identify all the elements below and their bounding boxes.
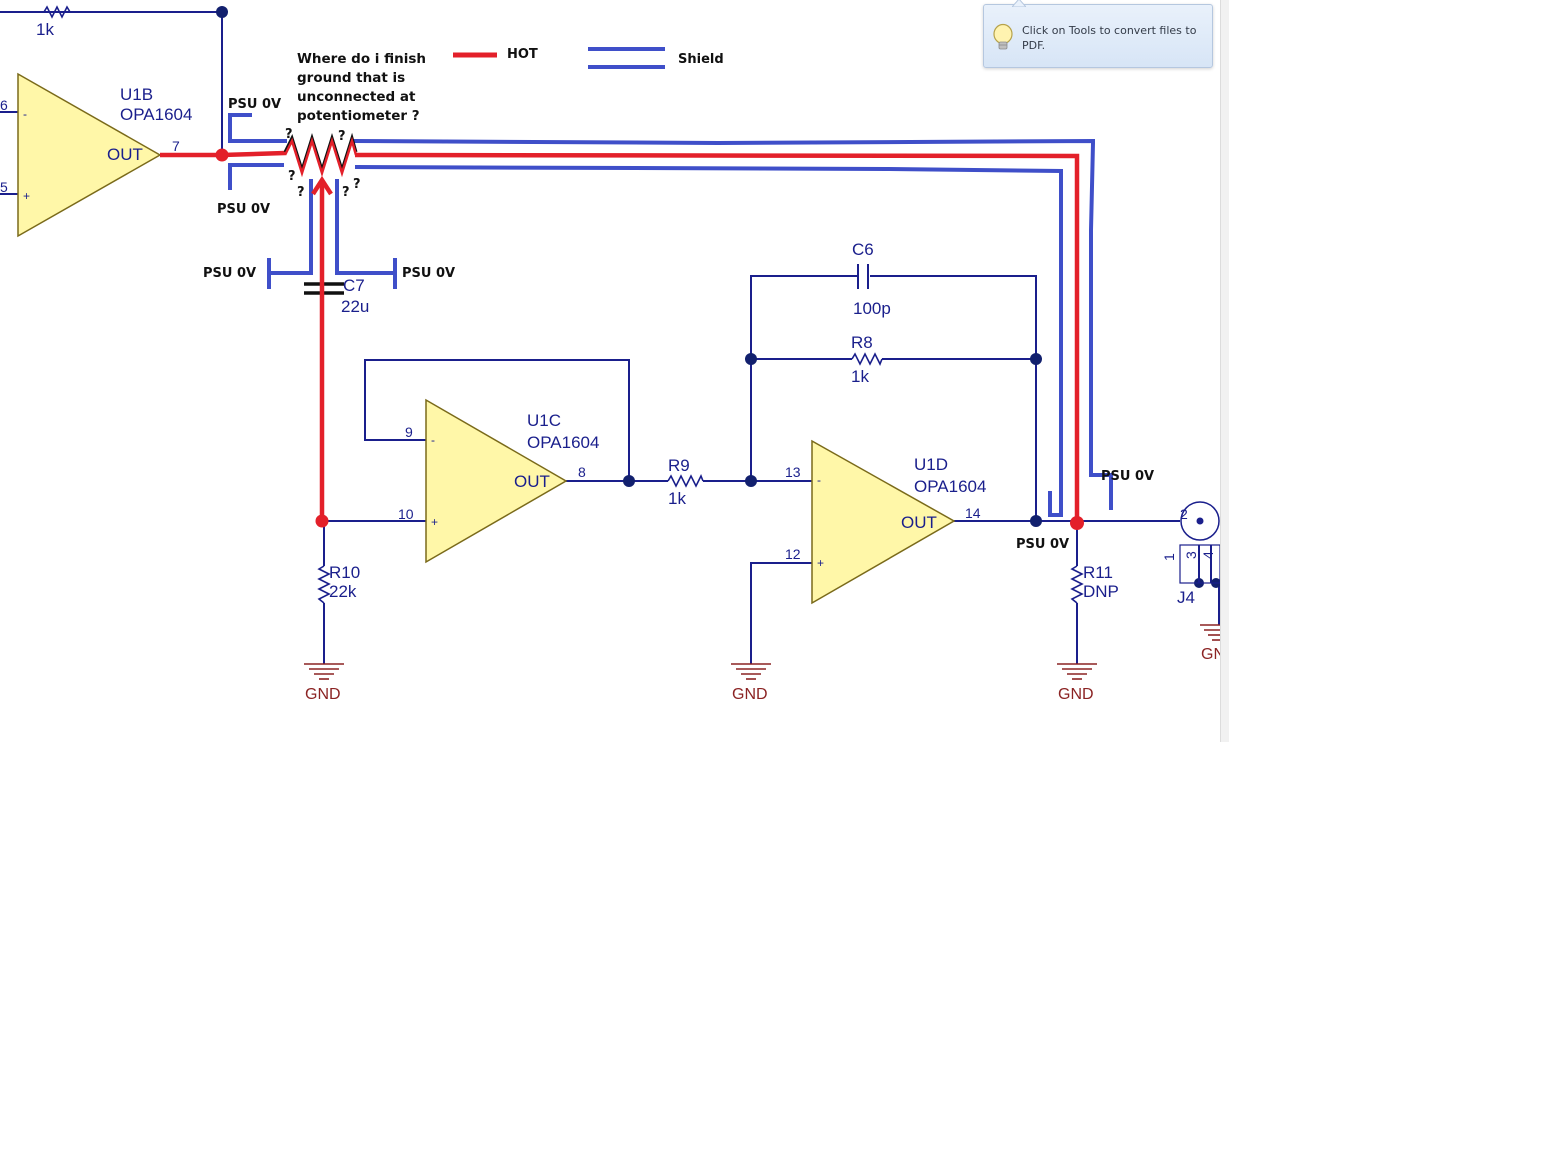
svg-text:3: 3 [1183,551,1199,559]
svg-text:-: - [23,107,27,121]
viewer-right-edge[interactable] [1220,0,1229,742]
resistor-r11: R11 DNP [1070,563,1119,604]
svg-text:Where do i finish: Where do i finish [297,51,426,67]
svg-text:OPA1604: OPA1604 [120,105,192,124]
svg-text:J4: J4 [1177,588,1195,607]
hot-junctions [215,148,1084,530]
svg-text:-: - [817,473,821,487]
resistor-r8: R8 1k [851,333,883,386]
svg-text:?: ? [288,169,296,184]
svg-text:unconnected at: unconnected at [297,89,416,105]
svg-text:14: 14 [965,505,981,521]
opamp-u1d: - + OUT U1D OPA1604 14 13 12 [785,439,986,605]
connector-j4: 2 1 3 4 J4 [1161,501,1221,607]
svg-text:PSU 0V: PSU 0V [203,266,256,281]
svg-text:DNP: DNP [1083,582,1119,601]
svg-text:OPA1604: OPA1604 [527,433,599,452]
svg-text:PSU 0V: PSU 0V [1016,537,1069,552]
svg-text:?: ? [338,129,346,144]
capacitor-c7: C7 22u [304,276,369,316]
tooltip-text: Click on Tools to convert files to PDF. [1022,24,1197,52]
svg-text:9: 9 [405,424,413,440]
potentiometer: ? ? ? ? ? ? [283,127,361,200]
svg-text:PSU 0V: PSU 0V [402,266,455,281]
svg-text:1: 1 [1161,553,1177,561]
svg-text:?: ? [342,185,350,200]
svg-text:?: ? [353,177,361,192]
svg-text:OUT: OUT [514,472,550,491]
svg-text:PSU 0V: PSU 0V [228,97,281,112]
svg-text:12: 12 [785,546,801,562]
svg-text:1k: 1k [36,20,54,39]
schematic-wires [0,11,1220,664]
svg-text:C6: C6 [852,240,874,259]
svg-text:R11: R11 [1083,563,1113,582]
legend: HOT Shield [453,47,724,69]
resistor-r10: R10 22k [317,563,360,604]
svg-text:1k: 1k [851,367,869,386]
svg-text:1k: 1k [668,489,686,508]
svg-text:OPA1604: OPA1604 [914,477,986,496]
svg-text:+: + [23,189,30,203]
legend-shield-label: Shield [678,52,724,67]
svg-text:GND: GND [1058,686,1094,703]
svg-text:6: 6 [0,97,8,113]
svg-text:+: + [817,556,824,570]
lightbulb-icon [993,23,1013,50]
svg-text:U1D: U1D [914,455,948,474]
shield-wires [228,113,1113,517]
svg-text:U1B: U1B [120,85,153,104]
question-annotation: Where do i finish ground that is unconne… [297,51,426,124]
ground-symbol-u1d: GND [731,663,771,703]
svg-text:13: 13 [785,464,801,480]
svg-text:22u: 22u [341,297,369,316]
svg-text:C7: C7 [343,276,365,295]
svg-text:7: 7 [172,138,180,154]
svg-text:R8: R8 [851,333,873,352]
resistor-r9: R9 1k [667,456,704,508]
svg-text:ground that is: ground that is [297,70,405,86]
svg-text:-: - [431,433,435,447]
svg-text:R9: R9 [668,456,690,475]
legend-hot-label: HOT [507,47,538,62]
svg-text:R10: R10 [329,563,360,582]
svg-text:PSU 0V: PSU 0V [1101,469,1154,484]
svg-text:5: 5 [0,179,8,195]
svg-text:?: ? [297,185,305,200]
svg-text:8: 8 [578,464,586,480]
svg-text:GN: GN [1201,646,1225,663]
convert-pdf-tooltip[interactable]: Click on Tools to convert files to PDF. [983,0,1213,68]
svg-text:OUT: OUT [901,513,937,532]
psu-0v-labels: PSU 0V PSU 0V PSU 0V PSU 0V PSU 0V PSU 0… [203,97,1154,552]
svg-text:GND: GND [732,686,768,703]
svg-text:10: 10 [398,506,414,522]
svg-text:100p: 100p [853,299,891,318]
svg-text:4: 4 [1200,551,1216,559]
svg-text:+: + [431,515,438,529]
ground-symbol-r10: GND [304,663,344,703]
svg-text:PSU 0V: PSU 0V [217,202,270,217]
opamp-u1c: - + OUT U1C OPA1604 8 9 10 [398,398,599,564]
svg-text:2: 2 [1180,506,1188,522]
resistor-top: 1k [36,5,71,39]
svg-text:OUT: OUT [107,145,143,164]
capacitor-c6: C6 100p [852,240,891,318]
opamp-u1b: - + OUT U1B OPA1604 7 6 5 [0,72,192,238]
svg-text:U1C: U1C [527,411,561,430]
hot-wires [160,150,1080,521]
svg-text:?: ? [285,127,293,142]
tooltip-arrow-icon [1012,0,1026,7]
ground-symbol-r11: GND [1057,663,1097,703]
svg-text:GND: GND [305,686,341,703]
svg-text:22k: 22k [329,582,357,601]
svg-text:potentiometer ?: potentiometer ? [297,108,420,124]
